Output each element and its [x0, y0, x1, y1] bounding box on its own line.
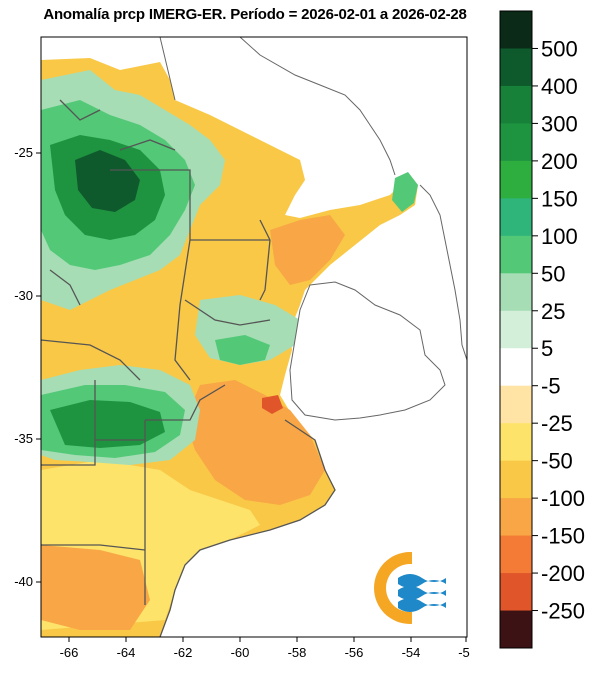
legend-swatch — [500, 385, 532, 424]
paraguay-outline — [159, 37, 396, 176]
legend-swatch — [500, 610, 532, 649]
atlantic-coast — [159, 419, 336, 637]
legend-label: -150 — [541, 524, 585, 549]
legend-label: 300 — [541, 111, 578, 136]
y-tick-label: -25 — [14, 145, 33, 160]
legend-labels: 500 400 300 200 150 100 50 25 5 -5 -25 -50 -100 -150 -… — [532, 36, 585, 624]
legend-swatch — [500, 48, 532, 87]
legend-swatch — [500, 423, 532, 462]
y-tick-label: -40 — [14, 574, 33, 589]
legend-swatch — [500, 460, 532, 499]
legend-label: 500 — [541, 36, 578, 61]
legend-swatch — [500, 498, 532, 537]
legend-swatch — [500, 348, 532, 387]
x-tick-label: -60 — [231, 645, 250, 660]
legend-swatch — [500, 310, 532, 349]
wet-zone-center-core — [215, 335, 270, 365]
legend-swatch — [500, 573, 532, 612]
legend-label: -200 — [541, 561, 585, 586]
y-tick-label: -30 — [14, 288, 33, 303]
legend-label: 50 — [541, 261, 565, 286]
dry-zone-east — [270, 215, 345, 285]
legend-swatch — [500, 85, 532, 124]
legend-label: -250 — [541, 599, 585, 624]
uruguay-outline — [289, 281, 446, 421]
logo-wave-icon — [374, 550, 452, 626]
x-tick-label: -54 — [402, 645, 421, 660]
hotspot-red — [262, 395, 283, 414]
wet-zone-misiones — [392, 172, 418, 212]
legend-label: -50 — [541, 449, 573, 474]
legend-label: 400 — [541, 74, 578, 99]
brazil-coast — [419, 184, 467, 361]
legend-frame — [499, 10, 533, 649]
wet-zone-max — [75, 150, 140, 212]
legend-colorbar — [499, 10, 533, 649]
x-tick-label: -66 — [60, 645, 79, 660]
legend-label: -5 — [541, 374, 561, 399]
legend-label: 5 — [541, 336, 553, 361]
x-axis: -66 -64 -62 -60 -58 -56 -54 -5 — [60, 637, 470, 660]
legend-swatch — [500, 160, 532, 199]
dry-zone-south — [41, 545, 150, 630]
x-tick-label: -64 — [117, 645, 136, 660]
map-title: Anomalía prcp IMERG-ER. Período = 2026-0… — [43, 6, 467, 23]
x-tick-label: -58 — [288, 645, 307, 660]
y-tick-label: -35 — [14, 431, 33, 446]
legend-swatch — [500, 273, 532, 312]
x-tick-label: -5 — [458, 645, 470, 660]
legend-label: -100 — [541, 486, 585, 511]
dry-zone-strong — [185, 380, 325, 505]
x-tick-label: -62 — [174, 645, 193, 660]
legend-swatch — [500, 535, 532, 574]
legend-label: 25 — [541, 299, 565, 324]
legend-label: 200 — [541, 149, 578, 174]
legend-swatch — [500, 198, 532, 237]
y-axis: -25 -30 -35 -40 — [14, 145, 41, 589]
wet-zone-southwest-core — [50, 400, 165, 448]
legend-label: -25 — [541, 411, 573, 436]
legend-label: 100 — [541, 224, 578, 249]
province-borders — [41, 99, 271, 605]
legend-label: 150 — [541, 186, 578, 211]
legend-swatch — [500, 123, 532, 162]
legend-swatch — [500, 235, 532, 274]
map-area — [41, 37, 467, 637]
legend-swatch — [500, 11, 532, 49]
x-tick-label: -56 — [345, 645, 364, 660]
map-frame — [40, 36, 468, 638]
